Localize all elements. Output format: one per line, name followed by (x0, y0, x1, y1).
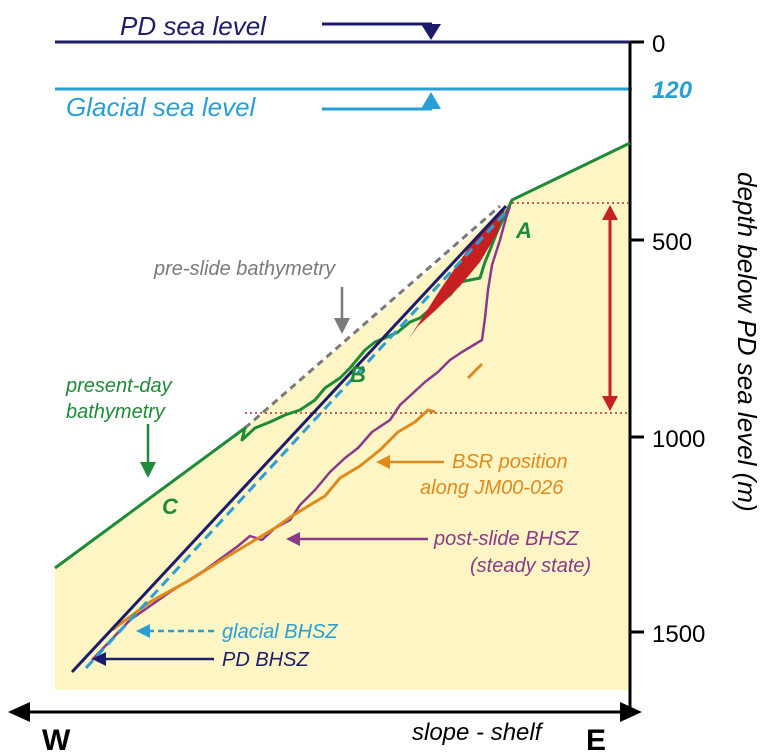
pre-slide-bathymetry-line (244, 204, 501, 430)
glacial-sea-level-triangle (421, 92, 441, 109)
glacial-bhsz-label: glacial BHSZ (222, 621, 338, 643)
slope-shelf-label: slope - shelf (412, 719, 544, 746)
bsr-position-line (111, 408, 436, 632)
point-a-label: A (515, 218, 532, 243)
west-label: W (42, 724, 71, 752)
depth-range-arrow-top (602, 205, 618, 220)
glacial-sea-level-label: Glacial sea level (66, 92, 257, 122)
point-c-label: C (162, 494, 179, 519)
glacial-depth-label: 120 (652, 77, 693, 104)
pre-slide-label: pre-slide bathymetry (153, 258, 336, 280)
post-slide-label-1: post-slide BHSZ (433, 528, 579, 550)
bsr-arrowhead (376, 455, 390, 469)
present-day-label-2: bathymetry (66, 401, 166, 423)
pd-bhsz-line (70, 204, 508, 674)
post-slide-arrowhead (286, 532, 300, 546)
present-day-label-1: present-day (65, 375, 173, 397)
post-slide-label-2: (steady state) (470, 555, 591, 577)
pd-sea-level-label: PD sea level (120, 11, 267, 41)
post-slide-bhsz-line (91, 205, 512, 661)
depth-tick-label: 0 (652, 31, 665, 58)
bsr-position-segment (466, 362, 484, 380)
pre-slide-arrowhead (334, 318, 350, 334)
glacial-bhsz-line (84, 210, 508, 670)
depth-tick-label: 500 (652, 229, 692, 256)
glacial-bhsz-arrowhead (136, 624, 150, 638)
depth-range-arrow-bottom (602, 396, 618, 411)
pd-sea-level-triangle (421, 24, 441, 40)
pd-bhsz-arrowhead (92, 652, 106, 666)
bsr-label-2: along JM00-026 (420, 477, 564, 499)
pd-bhsz-label: PD BHSZ (222, 649, 309, 671)
bsr-label-1: BSR position (452, 451, 568, 473)
east-arrowhead (620, 702, 642, 722)
sediment-fill (55, 143, 630, 690)
depth-tick-label: 1000 (652, 426, 705, 453)
depth-tick-label: 1500 (652, 621, 705, 648)
west-arrowhead (8, 702, 30, 722)
depth-axis-title: depth below PD sea level (m) (732, 172, 760, 512)
present-day-arrowhead (140, 462, 156, 478)
point-b-label: B (350, 362, 366, 387)
east-label: E (586, 724, 606, 752)
